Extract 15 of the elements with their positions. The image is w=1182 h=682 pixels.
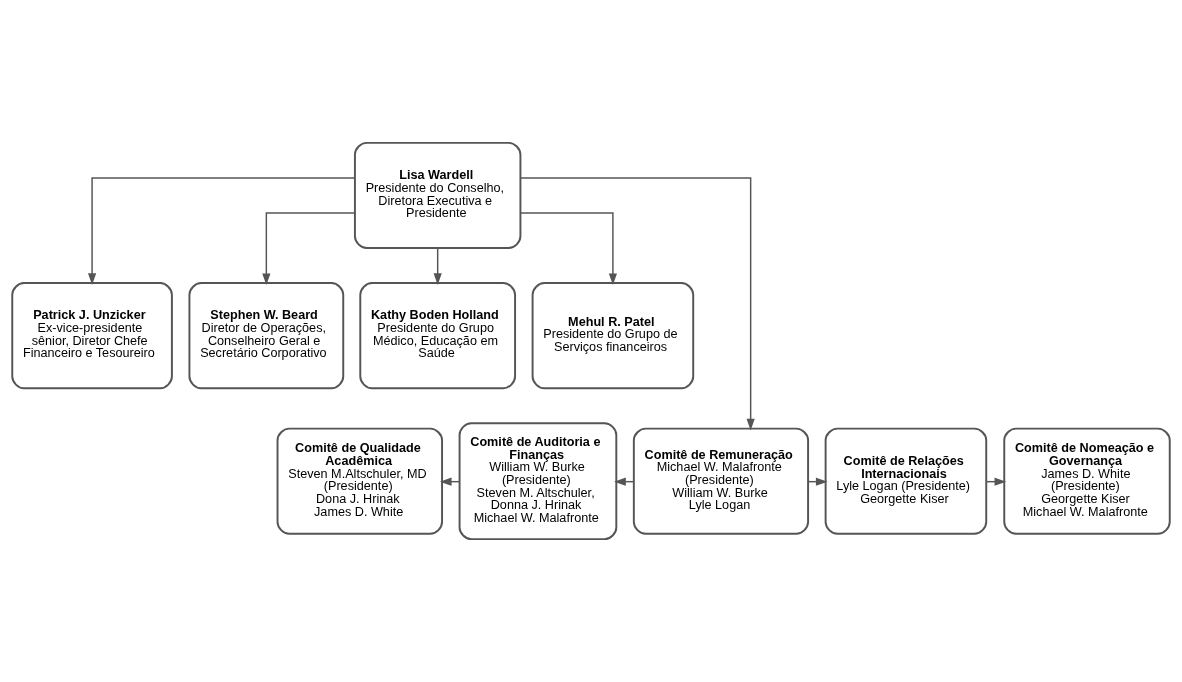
node-box: Patrick J. Unzicker Ex-vice-presidente sênior, Diretor Chefe Financeiro e Tesoureiro — [11, 282, 173, 390]
node-box: Kathy Boden Holland Presidente do Grupo Médico, Educação em Saúde — [359, 282, 517, 390]
arrow — [520, 177, 755, 431]
arrow — [262, 212, 356, 286]
node-box: Comitê de Nomeação e Governança James D. White (Presidente) Georgette Kiser Michael W. Malafronte — [1003, 427, 1171, 535]
node-box: Comitê de Remuneração Michael W. Malafronte (Presidente) William W. Burke Lyle Logan — [632, 427, 810, 535]
node-box: Lisa Wardell Presidente do Conselho, Diretora Executiva e Presidente — [353, 141, 522, 249]
node-box: Comitê de Qualidade Acadêmica Steven M.Altschuler, MD (Presidente) Dona J. Hrinak James D. White — [276, 427, 444, 535]
arrow — [519, 212, 617, 286]
arrow — [433, 247, 442, 285]
node-box: Comitê de Auditoria e Finanças William W. Burke (Presidente) Steven M. Altschuler, Donna J. Hrinak Michael W. Malafronte — [458, 422, 618, 541]
node-box: Stephen W. Beard Diretor de Operações, Conselheiro Geral e Secretário Corporativo — [188, 282, 345, 390]
node-box: Mehul R. Patel Presidente do Grupo de Serviços financeiros — [531, 282, 695, 390]
arrow — [88, 177, 356, 285]
node-box: Comitê de Relações Internacionais Lyle Logan (Presidente) Georgette Kiser — [824, 427, 988, 535]
